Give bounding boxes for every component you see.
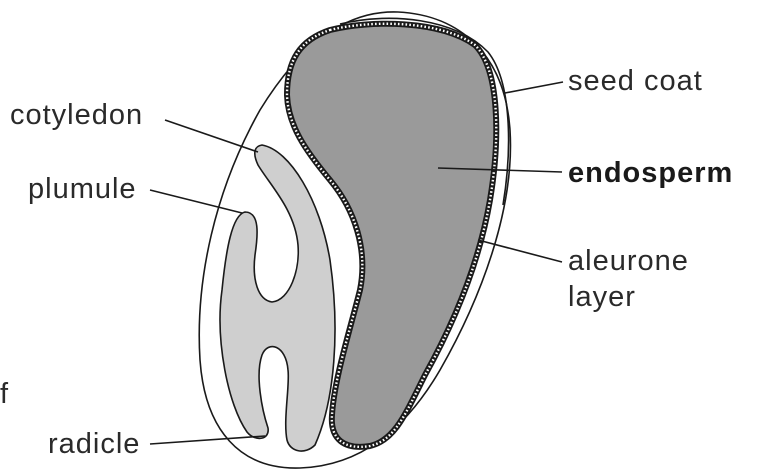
edge-text-fragment: f: [0, 378, 9, 410]
endosperm-label: endosperm: [568, 157, 733, 189]
plumule-label: plumule: [28, 173, 137, 205]
cotyledon-leader-line: [165, 120, 258, 152]
seed-coat-leader-line: [505, 82, 563, 93]
cotyledon-label: cotyledon: [10, 99, 143, 131]
seed-coat-label: seed coat: [568, 65, 703, 97]
aleurone-label-line1: aleurone: [568, 245, 689, 277]
aleurone-label-line2: layer: [568, 281, 636, 313]
radicle-label: radicle: [48, 428, 140, 460]
